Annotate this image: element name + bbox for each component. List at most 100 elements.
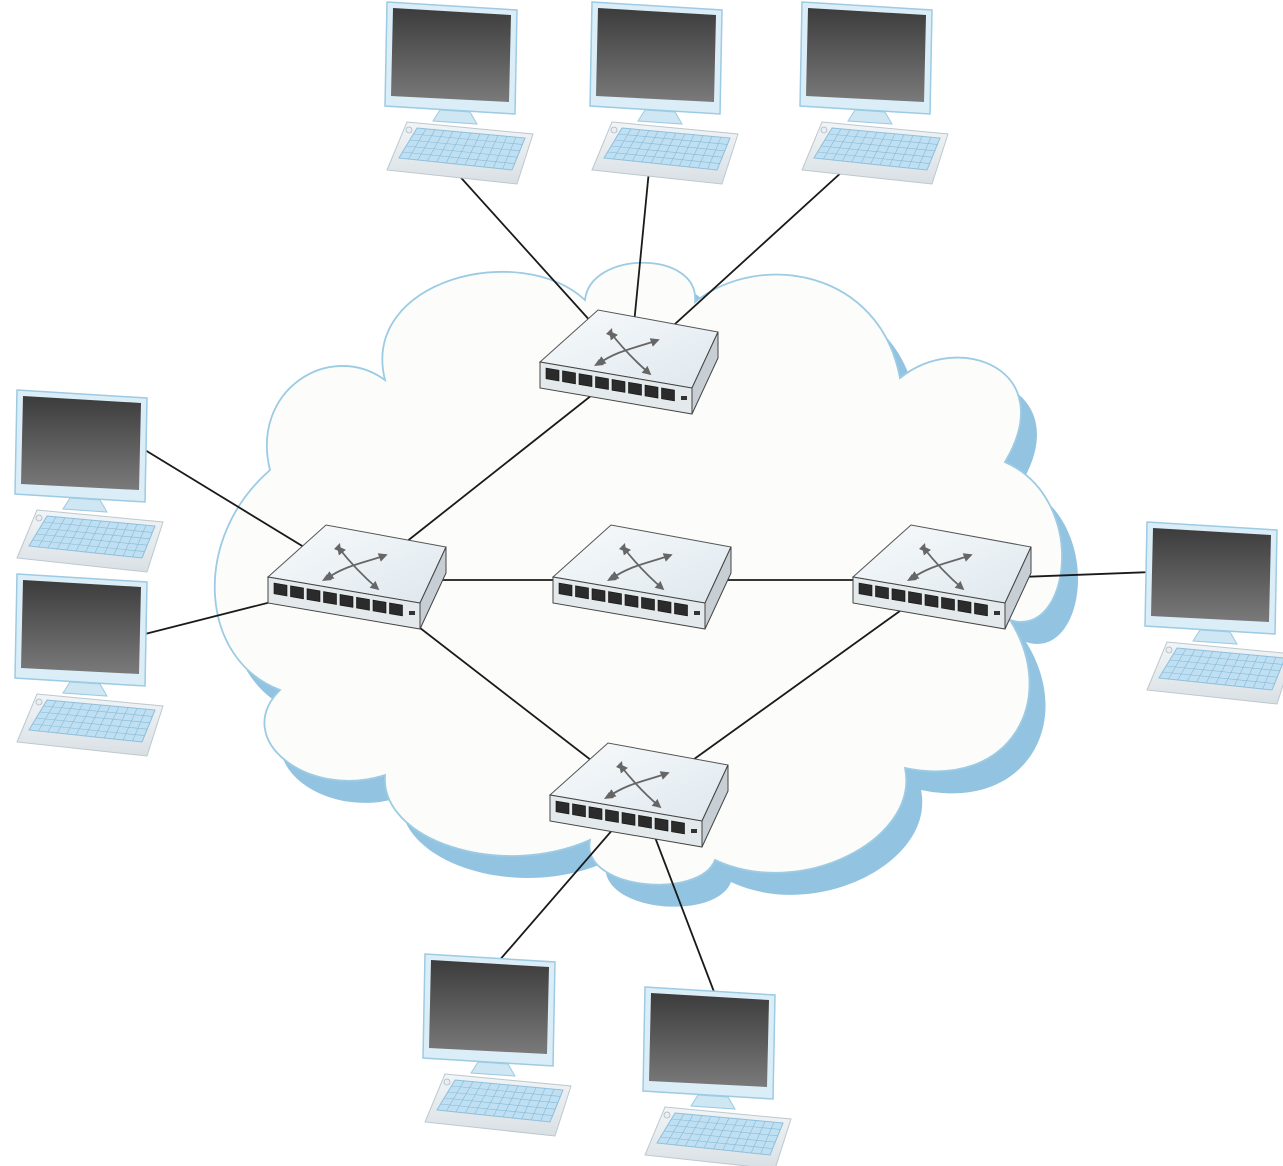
ethernet-port-icon [323, 591, 337, 605]
ethernet-port-icon [545, 367, 560, 382]
keyboard-keys [656, 1112, 784, 1156]
crossed-arrows-icon [594, 328, 660, 376]
monitor-stand [432, 109, 478, 125]
switches [266, 309, 1032, 848]
status-led-icon [694, 611, 700, 615]
network-switch-icon [851, 524, 1032, 630]
crossed-arrows-icon [607, 543, 673, 591]
laptop-computer-icon [1144, 521, 1283, 705]
ethernet-port-icon [562, 370, 576, 385]
monitor-screen [391, 8, 511, 102]
ethernet-port-icon [941, 596, 955, 611]
ethernet-port-icon [628, 381, 642, 396]
laptop-computer-icon [799, 1, 949, 185]
keyboard-grid [817, 128, 938, 170]
switch-ports [558, 582, 688, 617]
keyboard-grid [660, 1113, 781, 1155]
ethernet-port-icon [644, 384, 659, 399]
keyboard-grid [1162, 648, 1283, 690]
switch-side-face [691, 331, 719, 415]
ethernet-port-icon [372, 599, 387, 614]
monitor-screen [21, 580, 141, 674]
status-led-icon [409, 611, 415, 615]
ethernet-port-icon [974, 602, 988, 617]
network-switch-icon [548, 742, 729, 848]
power-button-icon [1165, 646, 1173, 654]
switch-side-face [704, 546, 732, 630]
network-switch-icon [538, 309, 719, 415]
switch-side-face [419, 546, 447, 630]
monitor-stand [1192, 629, 1238, 645]
switch-ports [273, 582, 403, 617]
power-button-icon [820, 126, 828, 134]
monitor-screen [806, 8, 926, 102]
monitor-stand [847, 109, 893, 125]
status-led-icon [691, 829, 697, 833]
keyboard-grid [607, 128, 728, 170]
ethernet-port-icon [575, 585, 589, 600]
ethernet-port-icon [611, 379, 626, 393]
keyboard-keys [436, 1079, 564, 1123]
keyboard-grid [32, 516, 153, 558]
ethernet-port-icon [608, 591, 622, 605]
ethernet-port-icon [306, 588, 321, 603]
power-button-icon [405, 126, 413, 134]
monitor-screen [21, 396, 141, 490]
status-led-icon [681, 396, 687, 400]
crossed-arrows-icon [322, 543, 388, 591]
ethernet-port-icon [389, 602, 403, 617]
monitor-stand [637, 109, 683, 125]
ethernet-port-icon [290, 585, 304, 600]
laptop-computer-icon [589, 1, 739, 185]
ethernet-port-icon [654, 817, 669, 832]
ethernet-port-icon [572, 803, 586, 818]
ethernet-port-icon [657, 599, 672, 614]
network-switch-icon [551, 524, 732, 630]
ethernet-port-icon [858, 582, 873, 597]
computers [14, 1, 1283, 1166]
ethernet-port-icon [891, 588, 906, 603]
keyboard-grid [402, 128, 523, 170]
keyboard-grid [32, 700, 153, 742]
power-button-icon [35, 514, 43, 522]
monitor-stand [690, 1094, 736, 1110]
monitor-stand [62, 497, 108, 513]
ethernet-port-icon [661, 387, 675, 402]
power-button-icon [663, 1111, 671, 1119]
ethernet-port-icon [273, 582, 288, 597]
ethernet-port-icon [638, 814, 652, 829]
ethernet-port-icon [674, 602, 688, 617]
power-button-icon [35, 698, 43, 706]
laptop-computer-icon [14, 573, 164, 757]
monitor-stand [470, 1061, 516, 1077]
ethernet-port-icon [578, 373, 593, 388]
power-button-icon [610, 126, 618, 134]
laptop-computer-icon [422, 953, 572, 1137]
ethernet-port-icon [588, 806, 603, 821]
ethernet-port-icon [595, 376, 609, 390]
keyboard-grid [440, 1080, 561, 1122]
switch-ports [555, 800, 685, 835]
ethernet-port-icon [957, 599, 972, 614]
crossed-arrows-icon [604, 761, 670, 809]
switch-ports [858, 582, 988, 617]
network-switch-icon [266, 524, 447, 630]
ethernet-port-icon [555, 800, 570, 815]
ethernet-port-icon [591, 588, 606, 603]
laptop-computer-icon [14, 389, 164, 573]
power-button-icon [443, 1078, 451, 1086]
laptop-computer-icon [642, 986, 792, 1166]
monitor-screen [429, 960, 549, 1054]
switch-side-face [1004, 546, 1032, 630]
monitor-stand [62, 681, 108, 697]
ethernet-port-icon [924, 594, 939, 608]
switch-ports [545, 367, 675, 402]
ethernet-port-icon [605, 809, 619, 823]
ethernet-port-icon [671, 820, 685, 835]
laptop-computer-icon [384, 1, 534, 185]
monitor-screen [1151, 528, 1271, 622]
ethernet-port-icon [621, 812, 636, 826]
status-led-icon [994, 611, 1000, 615]
switch-side-face [701, 764, 729, 848]
